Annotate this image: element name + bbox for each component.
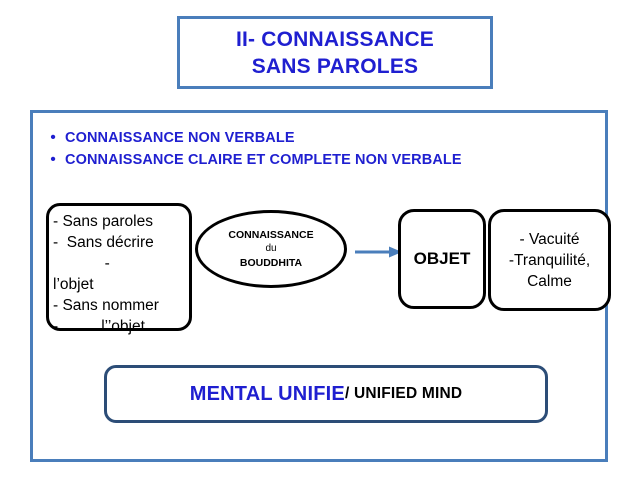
- unified-mind-english: / UNIFIED MIND: [344, 385, 463, 402]
- condition-line: - Sans paroles: [53, 213, 153, 230]
- bullet-text: CONNAISSANCE CLAIRE ET COMPLETE NON VERB…: [65, 152, 462, 168]
- knowledge-ellipse: CONNAISSANCE du BOUDDHITA: [195, 210, 347, 288]
- ellipse-line-1: CONNAISSANCE: [228, 229, 314, 241]
- bullet-marker-icon: •: [50, 129, 56, 146]
- quality-line: - Vacuité: [519, 230, 580, 248]
- ellipse-line-3: BOUDDHITA: [239, 257, 303, 269]
- ellipse-line-2: du: [265, 243, 277, 254]
- qualities-box: - Vacuité -Tranquilité, Calme: [488, 209, 611, 311]
- condition-line: - l’’objet: [53, 318, 145, 335]
- list-item: • CONNAISSANCE CLAIRE ET COMPLETE NON VE…: [41, 149, 601, 171]
- object-box: OBJET: [398, 209, 486, 309]
- condition-line: -: [53, 255, 110, 272]
- bullet-text: CONNAISSANCE NON VERBALE: [65, 130, 295, 146]
- condition-line: - Sans décrire: [53, 234, 154, 251]
- list-item: • CONNAISSANCE NON VERBALE: [41, 127, 601, 149]
- slide-title-line-1: II- CONNAISSANCE: [235, 27, 435, 51]
- unified-mind-french: MENTAL UNIFIE: [189, 382, 345, 405]
- slide-title-line-2: SANS PAROLES: [251, 54, 419, 78]
- slide-title-box: II- CONNAISSANCE SANS PAROLES: [177, 16, 493, 89]
- quality-line: -Tranquilité,: [508, 251, 591, 269]
- arrow-right-icon: [355, 246, 402, 258]
- bullet-list: • CONNAISSANCE NON VERBALE • CONNAISSANC…: [41, 127, 601, 171]
- condition-line: l’objet: [53, 276, 94, 293]
- quality-line: Calme: [527, 272, 572, 290]
- object-label: OBJET: [413, 249, 471, 268]
- unified-mind-box: MENTAL UNIFIE / UNIFIED MIND: [104, 365, 548, 423]
- left-conditions-box: - Sans paroles - Sans décrire - l’objet …: [46, 203, 192, 335]
- content-frame: • CONNAISSANCE NON VERBALE • CONNAISSANC…: [30, 110, 611, 462]
- bullet-marker-icon: •: [50, 151, 56, 168]
- condition-line: - Sans nommer: [53, 297, 159, 314]
